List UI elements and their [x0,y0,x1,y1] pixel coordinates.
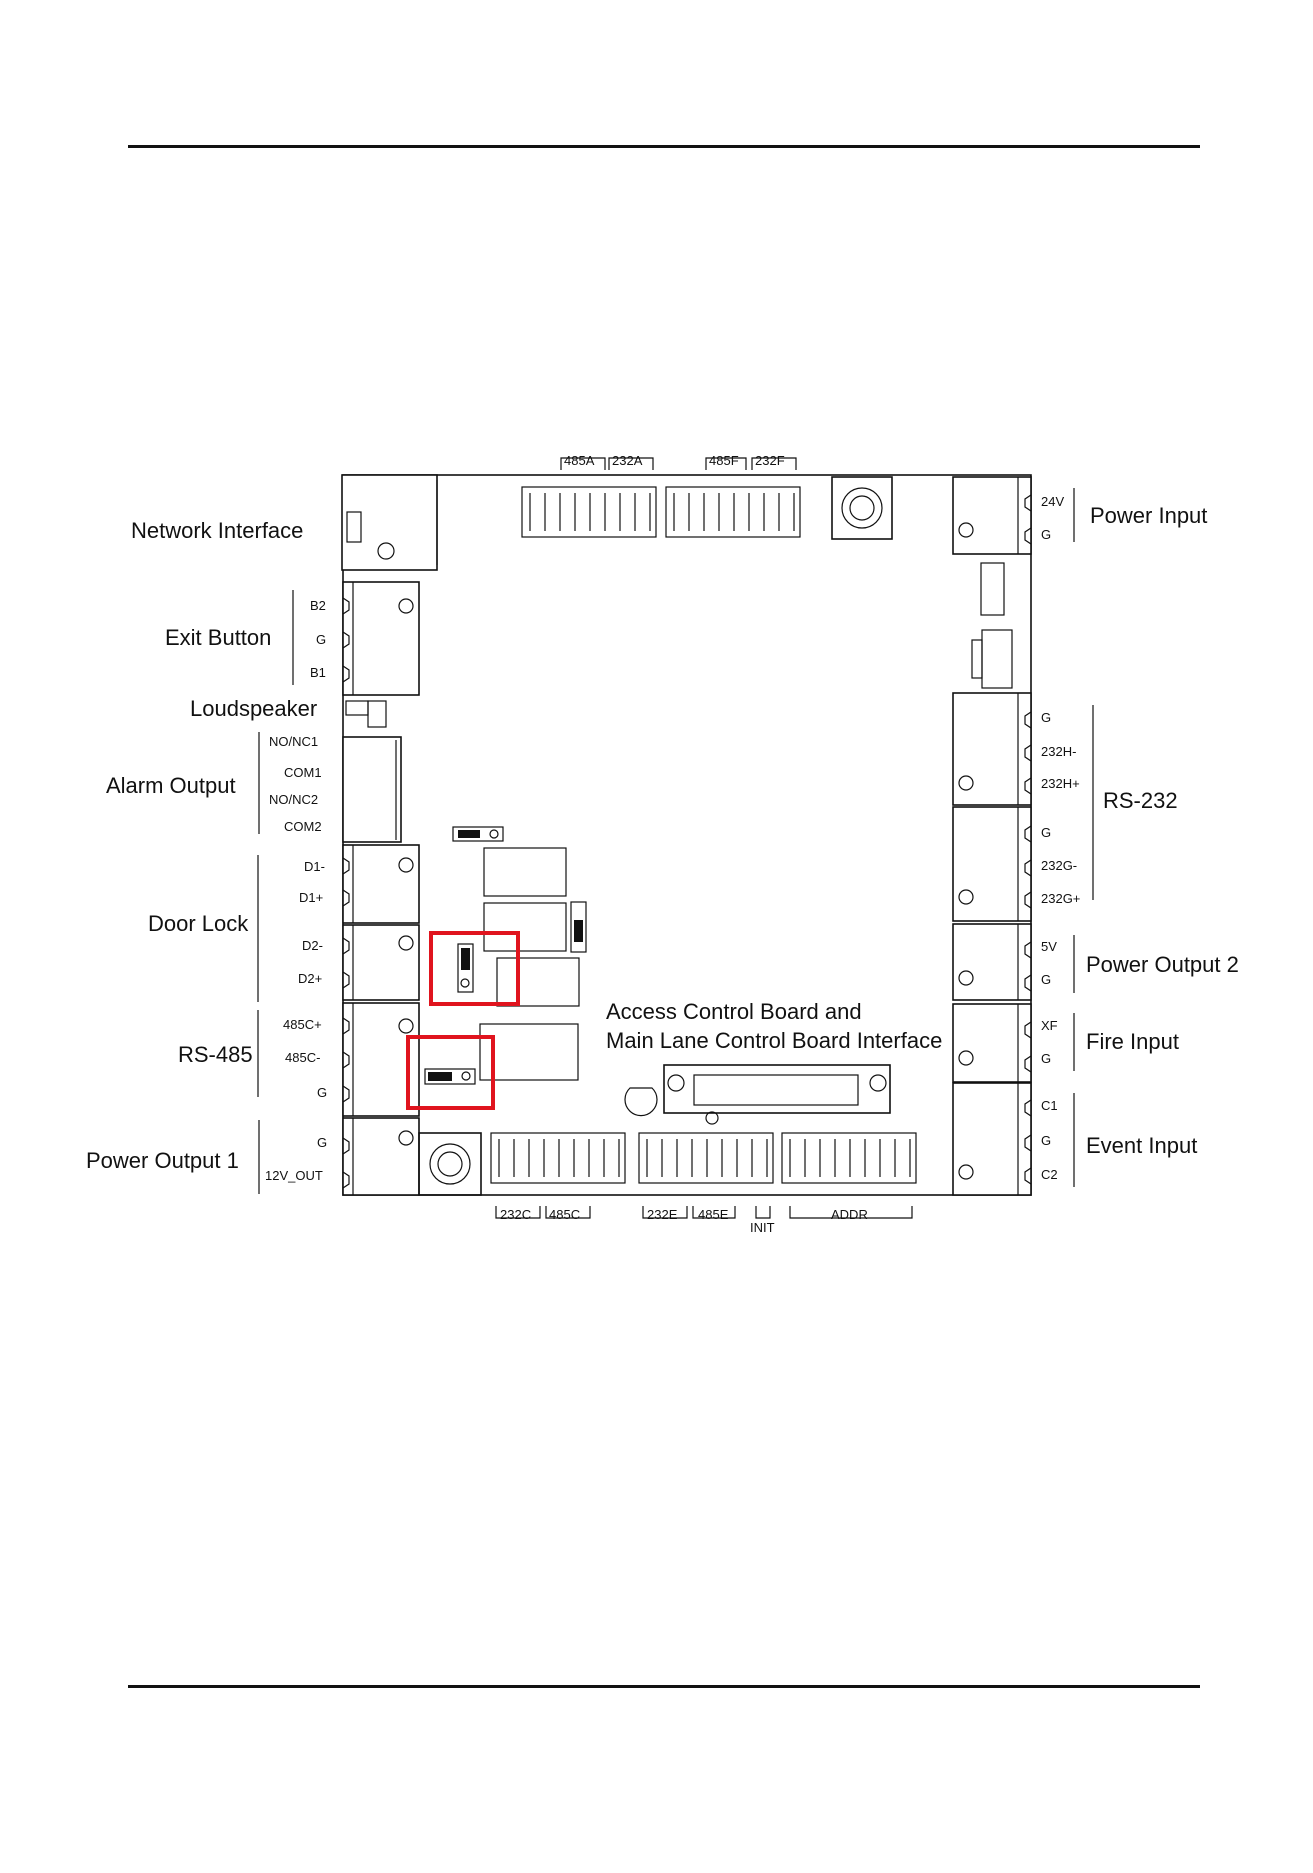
label-rs485: RS-485 [178,1042,253,1067]
power-input-terminal [952,476,1032,555]
pin-g-event: G [1041,1133,1051,1148]
relay-4 [479,1023,579,1081]
pin-g-fire: G [1041,1051,1051,1066]
pin-5v: 5V [1041,939,1057,954]
pin-g-power-input: G [1041,527,1051,542]
relay-1 [483,847,567,897]
jumper-right [570,901,587,953]
label-power-output-2: Power Output 2 [1086,952,1239,977]
top-dip-label-232a: 232A [612,453,643,468]
buzzer-top [831,476,893,540]
bottom-dip-label-232c: 232C [500,1207,531,1222]
pin-232h-plus: 232H+ [1041,776,1080,791]
relay-2 [483,902,567,952]
door-lock-terminal-1 [342,844,420,924]
dip-switch-top-1 [521,486,657,538]
pin-g-power2: G [1041,972,1051,987]
pin-232g-minus: 232G- [1041,858,1077,873]
pin-com2: COM2 [284,819,322,834]
alarm-relay [342,736,402,843]
pin-d1-minus: D1- [304,859,325,874]
bottom-dip-brackets [495,1206,913,1219]
top-dip-label-232f: 232F [755,453,785,468]
pin-com1: COM1 [284,765,322,780]
bottom-dip-label-init: INIT [750,1220,775,1235]
board-outline [342,474,1032,1196]
pin-d1-plus: D1+ [299,890,323,905]
pin-12v-out: 12V_OUT [265,1168,323,1183]
label-event-input: Event Input [1086,1133,1197,1158]
right-bracket-lines [1073,488,1094,1187]
loudspeaker-connector [345,700,387,728]
pin-xf: XF [1041,1018,1058,1033]
pin-d2-plus: D2+ [298,971,322,986]
label-power-input: Power Input [1090,503,1207,528]
header-rule [128,145,1200,148]
event-input-terminal [952,1082,1032,1196]
jumper-low [424,1068,476,1085]
pin-232h-minus: 232H- [1041,744,1076,759]
top-dip-label-485a: 485A [564,453,595,468]
rs232-terminal-h [952,692,1032,806]
label-fire-input: Fire Input [1086,1029,1179,1054]
exit-button-terminal [342,581,420,696]
pin-g-power1: G [317,1135,327,1150]
pin-g-485: G [317,1085,327,1100]
center-label-line1: Access Control Board and [606,999,862,1024]
pin-485c-minus: 485C- [285,1050,320,1065]
pin-g-232h: G [1041,710,1051,725]
fire-input-terminal [952,1003,1032,1083]
center-label-line2: Main Lane Control Board Interface [606,1028,942,1053]
pin-c1: C1 [1041,1098,1058,1113]
label-power-output-1: Power Output 1 [86,1148,239,1173]
network-jack [341,474,438,571]
footer-rule [128,1685,1200,1688]
power-output-1-terminal [342,1117,420,1196]
pin-485c-plus: 485C+ [283,1017,322,1032]
pin-b1: B1 [310,665,326,680]
pin-d2-minus: D2- [302,938,323,953]
bottom-dip-label-addr: ADDR [831,1207,868,1222]
board-interface-connector [624,1064,891,1125]
label-network-interface: Network Interface [131,518,303,543]
pin-nonc2: NO/NC2 [269,792,318,807]
dip-switch-bottom-2 [638,1132,774,1184]
jumper-top [452,826,504,842]
highlight-box-upper [429,931,520,1006]
label-rs232: RS-232 [1103,788,1178,813]
fuse [980,562,1005,616]
pin-24v: 24V [1041,494,1064,509]
bottom-dip-label-485c: 485C [549,1207,580,1222]
dip-switch-top-2 [665,486,801,538]
top-dip-label-485f: 485F [709,453,739,468]
highlight-box-lower [406,1035,495,1110]
relay-3 [496,957,580,1007]
jumper-mid [457,943,474,993]
bottom-dip-label-485e: 485E [698,1207,729,1222]
pin-232g-plus: 232G+ [1041,891,1080,906]
dip-switch-bottom-1 [490,1132,626,1184]
pin-g-exit: G [316,632,326,647]
small-connector [971,629,1013,689]
pin-nonc1: NO/NC1 [269,734,318,749]
label-exit-button: Exit Button [165,625,271,650]
pin-g-232g: G [1041,825,1051,840]
bottom-dip-label-232e: 232E [647,1207,678,1222]
buzzer [418,1132,482,1196]
label-alarm-output: Alarm Output [106,773,236,798]
door-lock-terminal-2 [342,924,420,1001]
dip-switch-bottom-3 [781,1132,917,1184]
rs232-terminal-g [952,806,1032,922]
pin-b2: B2 [310,598,326,613]
label-door-lock: Door Lock [148,911,249,936]
label-loudspeaker: Loudspeaker [190,696,317,721]
power-output-2-terminal [952,923,1032,1001]
top-dip-brackets [560,457,797,470]
pin-c2: C2 [1041,1167,1058,1182]
left-bracket-lines [257,590,294,1194]
